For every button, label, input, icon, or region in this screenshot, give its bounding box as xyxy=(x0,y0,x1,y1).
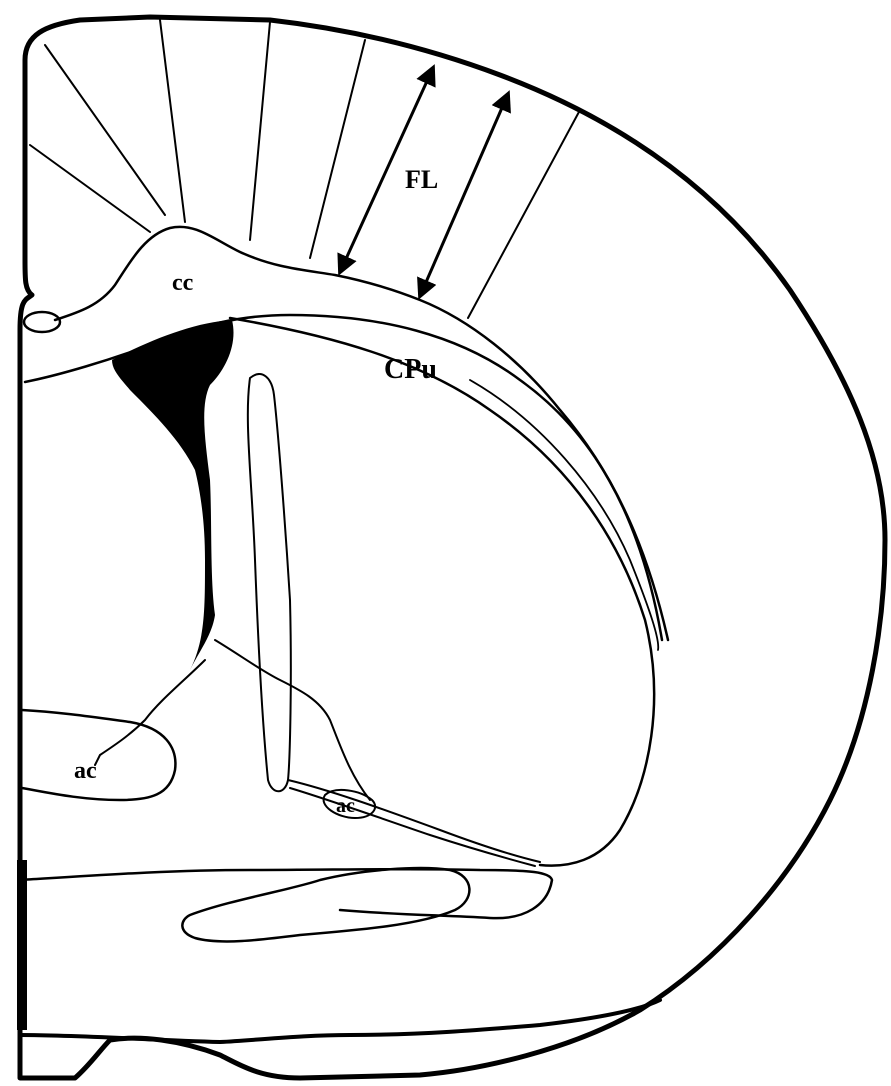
septum-outline xyxy=(95,660,205,765)
label-ac-left: ac xyxy=(74,758,97,784)
midline-tip xyxy=(24,312,60,332)
cpu-outer-boundary xyxy=(230,318,654,866)
arrow-right xyxy=(420,94,508,296)
label-fl: FL xyxy=(405,165,438,194)
hemisphere-outline xyxy=(20,17,885,1078)
ac-stripe-upper xyxy=(288,780,540,862)
label-cpu: CPu xyxy=(384,354,437,385)
label-ac-small: ac xyxy=(336,795,355,817)
anterior-commissure-left xyxy=(22,710,175,800)
cortical-radial-lines xyxy=(30,20,580,318)
midline-thick-segment xyxy=(17,860,27,1030)
ventral-striatum-outline xyxy=(20,869,552,918)
ac-stripe-lower xyxy=(290,788,535,866)
internal-capsule xyxy=(248,374,291,791)
septum-right xyxy=(215,640,370,800)
basal-boundary xyxy=(20,1000,660,1042)
lateral-ventricle xyxy=(112,320,233,670)
olfactory-region xyxy=(182,868,469,941)
cpu-inner-line xyxy=(470,380,658,650)
label-cc: cc xyxy=(172,270,194,296)
